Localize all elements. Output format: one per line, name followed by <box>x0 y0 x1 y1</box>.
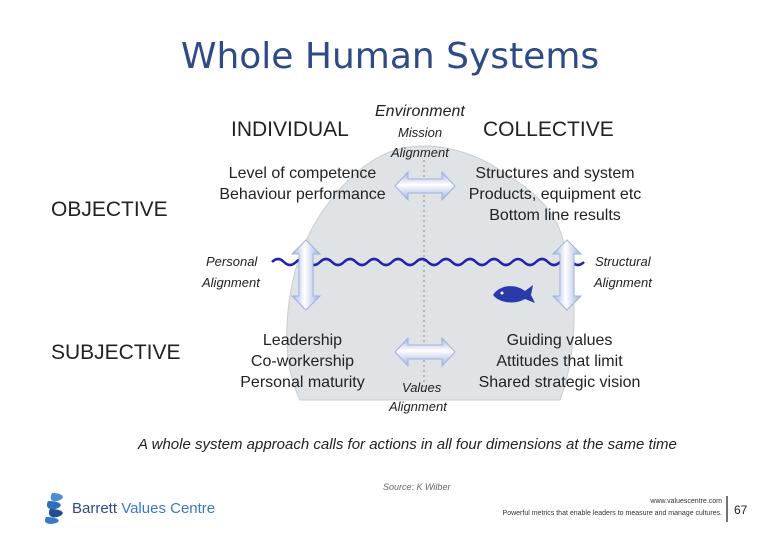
quadrant-line: Co-workership <box>250 353 355 370</box>
mission-alignment-label: Alignment <box>391 145 449 160</box>
source-note: Source: K Wilber <box>383 482 451 492</box>
fish-icon <box>493 285 535 303</box>
tagline: Powerful metrics that enable leaders to … <box>502 510 722 517</box>
website: www.valuescentre.com <box>650 498 722 505</box>
quadrant-bottom-right: Guiding values Attitudes that limit Shar… <box>462 330 657 393</box>
values-alignment-label: Alignment <box>389 399 447 414</box>
subjective-label: SUBJECTIVE <box>51 341 181 364</box>
structural-alignment-label: Alignment <box>594 275 652 290</box>
brand-name: Barrett Values Centre <box>72 500 215 517</box>
quadrant-line: Attitudes that limit <box>496 353 623 370</box>
individual-label: INDIVIDUAL <box>231 118 349 141</box>
quadrant-line: Bottom line results <box>489 207 621 224</box>
quadrant-line: Products, equipment etc <box>468 186 642 203</box>
quadrant-line: Guiding values <box>506 332 613 349</box>
page-title: Whole Human Systems <box>180 36 600 77</box>
collective-label: COLLECTIVE <box>483 118 614 141</box>
brand-part1: Barrett <box>72 500 118 517</box>
quadrant-top-right: Structures and system Products, equipmen… <box>455 163 655 226</box>
values-alignment-arrow <box>394 336 456 368</box>
brand-part2: Values Centre <box>121 500 216 517</box>
objective-label: OBJECTIVE <box>51 198 168 221</box>
environment-label: Environment <box>375 103 465 120</box>
structural-alignment-arrow <box>551 239 583 311</box>
quadrant-line: Shared strategic vision <box>478 374 641 391</box>
mission-alignment-arrow <box>394 170 456 202</box>
barrett-logo-icon <box>40 491 70 525</box>
water-line <box>271 257 585 267</box>
quadrant-bottom-left: Leadership Co-workership Personal maturi… <box>225 330 380 393</box>
personal-alignment-label: Alignment <box>202 275 260 290</box>
values-label: Values <box>402 380 442 395</box>
iceberg-shape <box>286 145 575 401</box>
quadrant-line: Structures and system <box>475 165 635 182</box>
quadrant-line: Level of competence <box>228 165 377 182</box>
personal-alignment-arrow <box>290 239 322 311</box>
page-number: 67 <box>734 503 748 517</box>
personal-label: Personal <box>206 254 258 269</box>
caption: A whole system approach calls for action… <box>138 436 677 453</box>
structural-label: Structural <box>595 254 651 269</box>
quadrant-line: Personal maturity <box>240 374 365 391</box>
quadrant-line: Leadership <box>262 332 343 349</box>
quadrant-top-left: Level of competence Behaviour performanc… <box>200 163 405 205</box>
mission-label: Mission <box>398 125 443 140</box>
quadrant-line: Behaviour performance <box>219 186 386 203</box>
